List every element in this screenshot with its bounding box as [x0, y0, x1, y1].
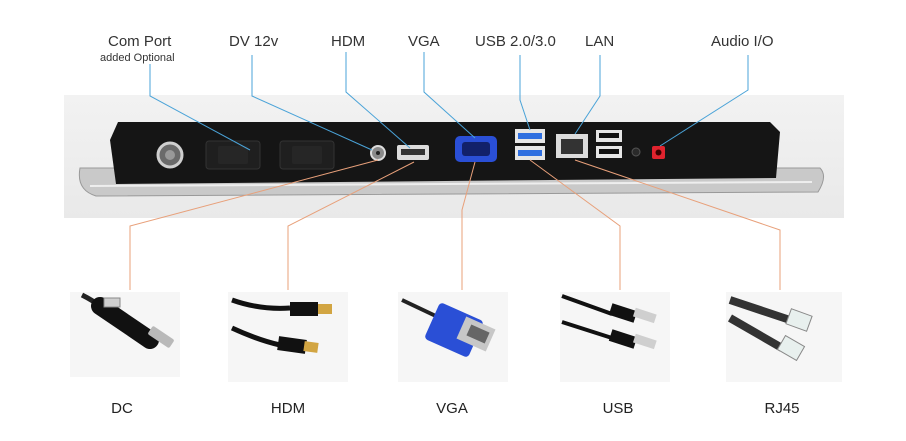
label-dc: DC: [111, 400, 133, 417]
label-com-port-note: added Optional: [100, 52, 175, 64]
label-rj45: RJ45: [764, 400, 800, 417]
label-hdm-bottom: HDM: [270, 400, 306, 417]
audio-jack-1: [631, 147, 641, 157]
label-hdm-top: HDM: [331, 33, 366, 50]
vga-cable-thumb: [398, 292, 508, 382]
label-com-port: Com Port: [108, 33, 172, 50]
label-usb-top: USB 2.0/3.0: [475, 33, 556, 50]
dc-cable-thumb: [70, 292, 180, 377]
rj45-cable-thumb: [726, 292, 842, 382]
label-usb-bottom: USB: [602, 400, 634, 417]
label-dv12v: DV 12v: [229, 33, 279, 50]
label-vga-top: VGA: [408, 33, 440, 50]
bottom-callouts: [129, 159, 781, 290]
label-vga-bottom: VGA: [436, 400, 468, 417]
top-callouts: [149, 52, 749, 151]
hdmi-cable-thumb: [228, 292, 348, 382]
usb-cable-thumb: [560, 292, 670, 382]
label-audio: Audio I/O: [711, 33, 774, 50]
label-lan: LAN: [585, 33, 615, 50]
